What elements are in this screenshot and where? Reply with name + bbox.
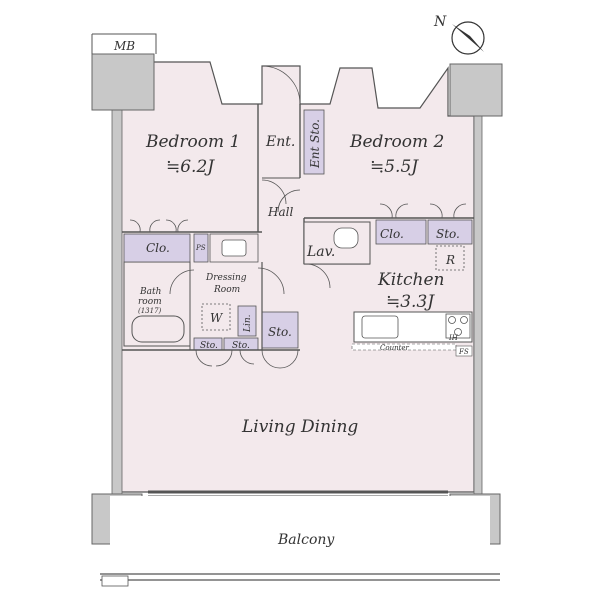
entrance-label: Ent. [265, 134, 295, 150]
kitchen-sink [361, 315, 399, 339]
bedroom2-size: ≒5.5J [370, 157, 419, 177]
fridge-box [435, 245, 465, 271]
ps-box [193, 233, 209, 263]
hall-label: Hall [267, 205, 293, 219]
kitchen-name: Kitchen [377, 270, 444, 290]
counter-label: Counter [380, 344, 410, 352]
lavatory-label: Lav. [306, 244, 335, 260]
fridge-label: R [445, 253, 455, 267]
closet1-label: Clo. [146, 241, 170, 255]
fs-label: FS [458, 348, 469, 356]
balcony-hatch [101, 575, 129, 587]
dressing-line1: Dressing [205, 273, 247, 283]
storage-k-label: Sto. [436, 227, 460, 241]
closet2-label: Clo. [380, 227, 404, 241]
ps-label: PS [195, 244, 206, 252]
linen-label: Lin. [243, 314, 253, 333]
mb-label: MB [113, 39, 135, 53]
balcony-name: Balcony [277, 532, 335, 548]
storage-b2 [427, 219, 473, 245]
ent-storage-label: Ent Sto. [308, 119, 322, 169]
column-top-left [91, 53, 155, 111]
storage-dr-left-label: Sto. [200, 341, 218, 351]
washer-label: W [210, 311, 224, 325]
storage-hall [261, 311, 299, 349]
wall-left [111, 109, 123, 495]
ent-storage [303, 109, 325, 175]
closet-b1 [123, 233, 191, 263]
storage-hall-label: Sto. [268, 325, 292, 339]
dressing-line2: Room [213, 285, 240, 295]
kitchen-size: ≒3.3J [386, 292, 435, 312]
storage-dr-right-label: Sto. [232, 341, 250, 351]
fs-box [455, 345, 473, 357]
column-top-right [449, 63, 503, 117]
bedroom1-name: Bedroom 1 [145, 132, 240, 152]
wall-right [473, 115, 483, 495]
svg-text:N: N [433, 14, 447, 30]
bath-line1: Bath [139, 287, 161, 297]
bathtub [131, 315, 185, 343]
bath-line3: (1317) [138, 307, 162, 315]
stove [445, 313, 471, 339]
linen-box [237, 305, 257, 337]
living-dining-name: Living Dining [241, 417, 358, 437]
compass-icon: N [433, 14, 485, 55]
ih-label: IH [448, 334, 459, 342]
closet-b2 [375, 219, 427, 245]
bedroom1-size: ≒6.2J [166, 157, 215, 177]
bedroom2-name: Bedroom 2 [349, 132, 444, 152]
sink-basin [221, 239, 247, 257]
toilet [333, 227, 359, 249]
washer-box [201, 303, 231, 331]
mb-box [91, 33, 157, 54]
balcony-area [110, 496, 490, 574]
bath-line2: room [138, 297, 162, 307]
